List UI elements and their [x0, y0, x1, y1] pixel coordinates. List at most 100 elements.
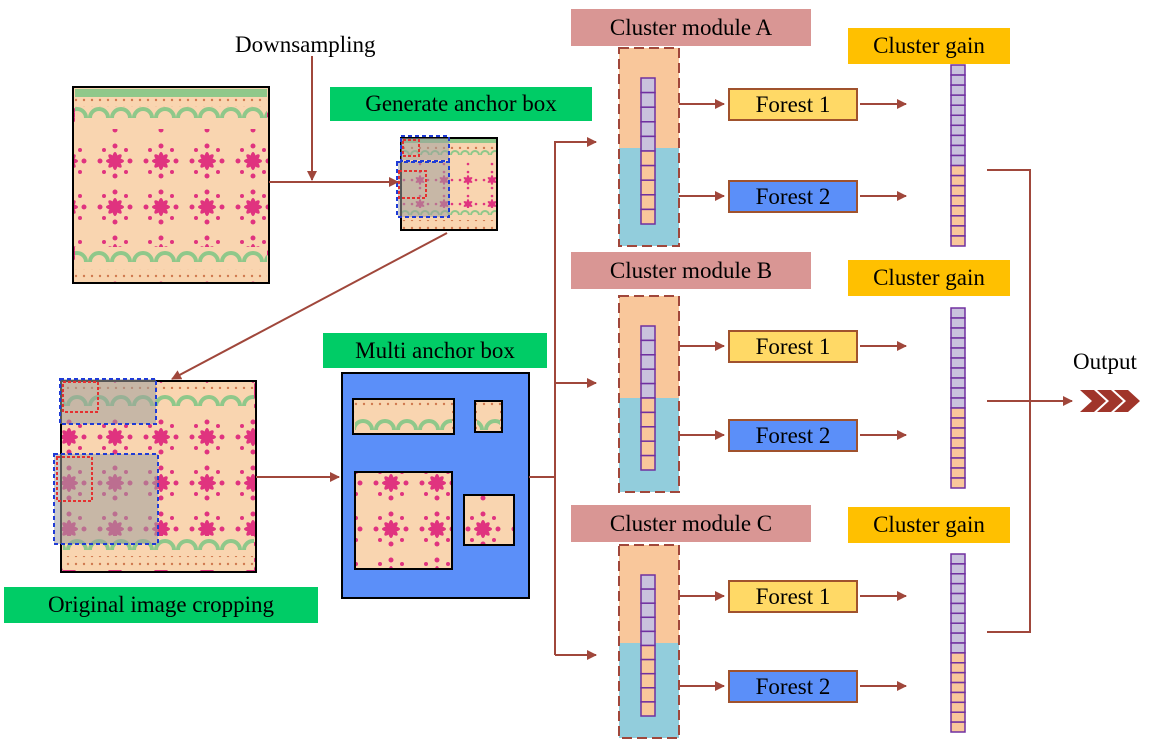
feature-cell [640, 194, 656, 211]
feature-cell [640, 672, 656, 689]
gain-cell [950, 74, 966, 86]
gain-cell [950, 164, 966, 177]
gain-cell [950, 144, 966, 157]
gain-cell [950, 457, 966, 469]
feature-cell [640, 630, 656, 647]
gain-cell [950, 124, 966, 137]
feature-cell [640, 179, 656, 196]
gain-cell [950, 357, 966, 369]
feature-cell [640, 368, 656, 385]
gain-cell [950, 553, 966, 565]
gain-cell [950, 437, 966, 449]
forest-2-a: Forest 2 [728, 180, 858, 213]
downsampled-image [396, 135, 498, 231]
cluster-gain-a-label: Cluster gain [848, 28, 1010, 64]
feature-cell [640, 382, 656, 399]
feature-cell [640, 687, 656, 703]
gain-cell [950, 563, 966, 575]
feature-cell [640, 397, 656, 414]
flow-arrows [171, 56, 597, 660]
column-border-c [618, 544, 680, 739]
gain-cell [950, 652, 966, 664]
feature-cell [640, 701, 656, 717]
gain-cell [950, 691, 966, 704]
gain-cell [950, 417, 966, 429]
gain-cell [950, 367, 966, 379]
feature-cell [640, 164, 656, 181]
gain-cell [950, 701, 966, 713]
feature-cell [640, 602, 656, 619]
gain-cell [950, 327, 966, 339]
output-lines [987, 169, 1073, 633]
cluster-gain-c-label: Cluster gain [848, 507, 1010, 543]
feature-cell [640, 208, 656, 225]
feature-cell [640, 454, 656, 471]
forest-1-a: Forest 1 [728, 88, 858, 121]
gain-cell [950, 225, 966, 237]
feature-cell [640, 440, 656, 457]
chevron-forward-icon [1080, 390, 1140, 412]
multi-anchor-panel [341, 372, 530, 599]
gain-cell [950, 592, 966, 605]
gain-cell [950, 337, 966, 349]
feature-cell [640, 658, 656, 675]
feature-cell [640, 574, 656, 590]
feature-cell [640, 339, 656, 356]
gain-cell [950, 134, 966, 147]
gain-cell [950, 662, 966, 674]
feature-cell [640, 106, 656, 123]
gain-cell [950, 215, 966, 227]
gain-cell [950, 184, 966, 197]
column-border-a [618, 47, 680, 247]
gain-cell [950, 205, 966, 217]
cluster-gain-b-label: Cluster gain [848, 260, 1010, 296]
gain-cell [950, 582, 966, 595]
column-border-b [618, 295, 680, 493]
forest-2-b: Forest 2 [728, 419, 858, 452]
gain-cell [950, 681, 966, 694]
original-cropping-label: Original image cropping [4, 587, 318, 623]
gain-cell [950, 721, 966, 733]
feature-cell [640, 426, 656, 442]
gain-cell [950, 477, 966, 489]
gain-cell [950, 114, 966, 127]
cropped-image [53, 378, 257, 573]
gain-cell [950, 377, 966, 389]
feature-cell [640, 150, 656, 167]
gain-cell [950, 317, 966, 329]
gain-cell [950, 154, 966, 167]
gain-cell [950, 612, 966, 624]
gain-cell [950, 235, 966, 247]
gain-cell [950, 84, 966, 96]
downsampling-label: Downsampling [235, 32, 376, 57]
gain-cell [950, 64, 966, 76]
feature-cell [640, 354, 656, 370]
gain-cell [950, 104, 966, 117]
gain-cell [950, 194, 966, 207]
gain-cell [950, 642, 966, 654]
forest-1-c: Forest 1 [728, 580, 858, 613]
feature-cell [640, 588, 656, 604]
gain-cell [950, 407, 966, 419]
feature-cell [640, 616, 656, 633]
cluster-module-c-title: Cluster module C [571, 505, 811, 542]
feature-cell [640, 91, 656, 108]
gain-cell [950, 397, 966, 409]
feature-cell [640, 325, 656, 342]
cluster-module-b-title: Cluster module B [571, 252, 811, 289]
gain-cell [950, 671, 966, 684]
feature-cell [640, 135, 656, 152]
feature-cell [640, 411, 656, 428]
forest-2-c: Forest 2 [728, 670, 858, 703]
gain-cell [950, 347, 966, 359]
generate-anchor-label: Generate anchor box [330, 87, 592, 121]
gain-cell [950, 447, 966, 459]
source-image [72, 86, 270, 284]
gain-cell [950, 94, 966, 106]
cluster-modules [618, 47, 966, 739]
feature-cell [640, 77, 656, 94]
gain-cell [950, 387, 966, 399]
forest-1-b: Forest 1 [728, 330, 858, 363]
output-label: Output [1073, 349, 1137, 374]
